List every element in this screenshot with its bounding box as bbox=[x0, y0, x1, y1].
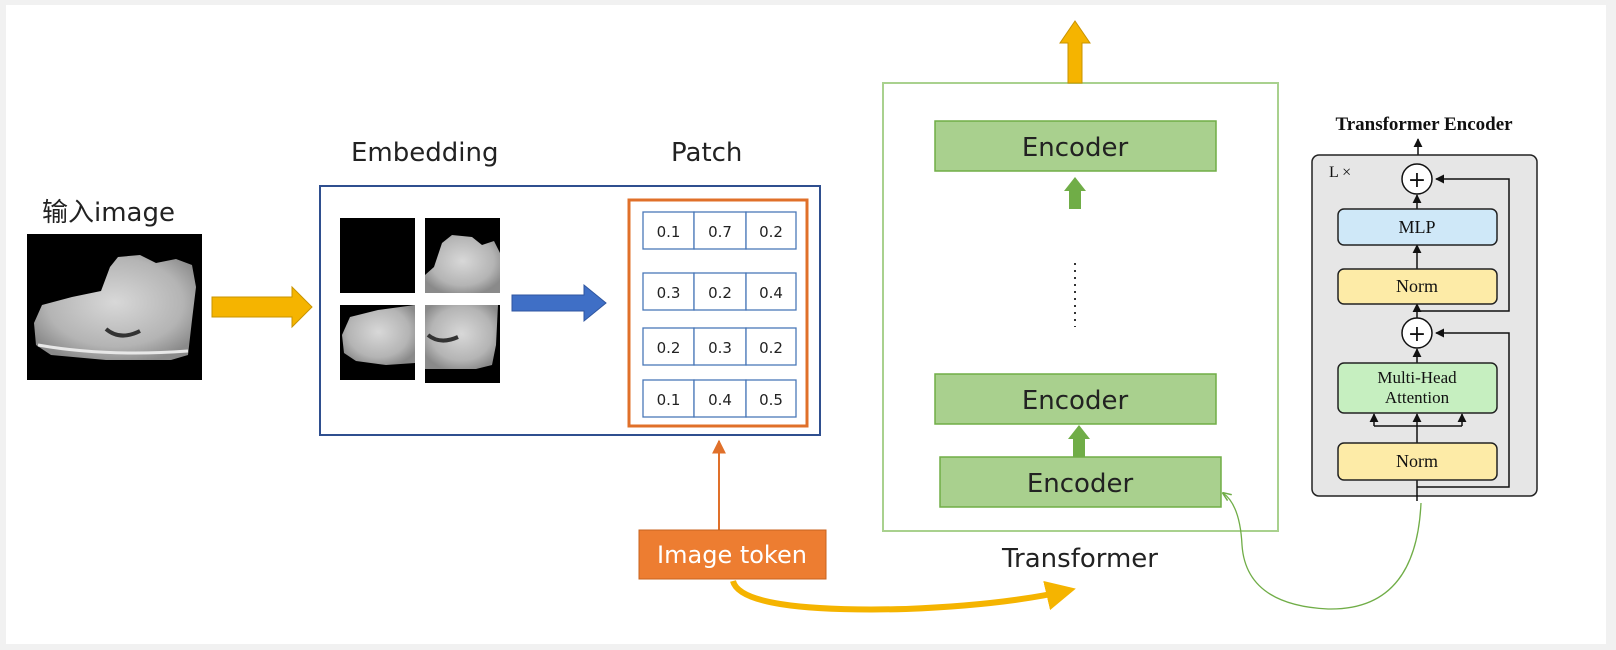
patch-table-value: 0.1 bbox=[657, 223, 681, 241]
repeat-label: L × bbox=[1329, 164, 1351, 181]
patch-table-cell bbox=[693, 272, 747, 311]
residual-connection-upper bbox=[1417, 174, 1510, 312]
patch-token-box bbox=[627, 198, 809, 428]
patch-table-value: 0.7 bbox=[708, 223, 732, 241]
encoder-bottom-label: Encoder bbox=[1027, 469, 1134, 499]
patch-table-cell bbox=[642, 327, 695, 366]
mlp-label: MLP bbox=[1398, 217, 1435, 237]
vit-diagram: 输入image Embedding Patch 0.1 0.7 0.2 bbox=[27, 20, 1538, 613]
norm-block-bottom bbox=[1337, 442, 1498, 481]
attention-block bbox=[1337, 362, 1498, 414]
patch-table-value: 0.5 bbox=[759, 391, 783, 409]
input-image-label: 输入image bbox=[42, 198, 175, 228]
encoder-top bbox=[934, 120, 1217, 172]
patch-table-value: 0.4 bbox=[759, 284, 783, 302]
patch-table-value: 0.2 bbox=[708, 284, 732, 302]
patch-table-cell bbox=[693, 327, 747, 366]
patch-label: Patch bbox=[671, 138, 742, 168]
patch-table-value: 0.3 bbox=[657, 284, 681, 302]
input-image bbox=[27, 234, 202, 380]
patch-bottom-right bbox=[425, 305, 500, 383]
transformer-output-arrow bbox=[1059, 20, 1091, 84]
input-to-embedding-arrow bbox=[211, 285, 313, 329]
encoder-detail-connector bbox=[1223, 493, 1422, 610]
patch-top-left bbox=[340, 218, 415, 293]
patch-top-right bbox=[425, 218, 500, 293]
patch-table-row: 0.3 0.2 0.4 bbox=[642, 272, 797, 311]
embedding-to-patch-arrow bbox=[511, 283, 607, 323]
norm-block-top bbox=[1337, 268, 1498, 305]
token-to-transformer-arrow bbox=[730, 579, 1076, 613]
patch-table-row: 0.2 0.3 0.2 bbox=[642, 327, 797, 366]
add-node-lower: + bbox=[1401, 317, 1433, 349]
mlp-block bbox=[1337, 208, 1498, 246]
svg-text:+: + bbox=[1408, 322, 1426, 347]
patch-table-cell bbox=[642, 379, 695, 418]
residual-connection-lower bbox=[1417, 328, 1510, 488]
diagram-canvas: 输入image Embedding Patch 0.1 0.7 0.2 bbox=[6, 5, 1606, 644]
encoder-middle bbox=[934, 373, 1217, 425]
patch-table-cell bbox=[693, 211, 747, 250]
svg-text:+: + bbox=[1408, 168, 1426, 193]
encoder-bottom bbox=[939, 456, 1222, 508]
encoder-up-arrow-top bbox=[1064, 177, 1086, 209]
patch-table-cell bbox=[745, 327, 797, 366]
patch-bottom-left bbox=[340, 305, 415, 380]
image-patches bbox=[340, 218, 500, 383]
patch-table-cell bbox=[693, 379, 747, 418]
norm-top-label: Norm bbox=[1396, 276, 1438, 296]
patch-table-cell bbox=[745, 379, 797, 418]
transformer-label: Transformer bbox=[1001, 544, 1158, 574]
attention-label-line1: Multi-Head bbox=[1377, 368, 1457, 387]
patch-table-cell bbox=[745, 272, 797, 311]
patch-table-value: 0.4 bbox=[708, 391, 732, 409]
embedding-label: Embedding bbox=[351, 138, 498, 168]
patch-table-cell bbox=[642, 272, 695, 311]
add-node-upper: + bbox=[1401, 163, 1433, 195]
image-token-label: Image token bbox=[657, 541, 807, 569]
patch-table: 0.1 0.7 0.2 0.3 0.2 0.4 0.2 0.3 0.2 0.1 0.4 0.5 bbox=[642, 211, 797, 418]
patch-table-value: 0.2 bbox=[657, 339, 681, 357]
image-token-box bbox=[638, 529, 827, 580]
patch-table-row: 0.1 0.4 0.5 bbox=[642, 379, 797, 418]
encoder-up-arrow-bottom bbox=[1068, 425, 1090, 457]
patch-table-value: 0.2 bbox=[759, 339, 783, 357]
patch-table-value: 0.3 bbox=[708, 339, 732, 357]
patch-table-value: 0.2 bbox=[759, 223, 783, 241]
encoder-top-label: Encoder bbox=[1022, 133, 1129, 163]
patch-table-cell bbox=[745, 211, 797, 250]
attention-label-line2: Attention bbox=[1385, 388, 1450, 407]
transformer-encoder-title: Transformer Encoder bbox=[1335, 114, 1513, 135]
norm-bottom-label: Norm bbox=[1396, 451, 1438, 471]
encoder-middle-label: Encoder bbox=[1022, 386, 1129, 416]
patch-table-value: 0.1 bbox=[657, 391, 681, 409]
embedding-box bbox=[319, 185, 821, 436]
patch-table-row: 0.1 0.7 0.2 bbox=[642, 211, 797, 250]
